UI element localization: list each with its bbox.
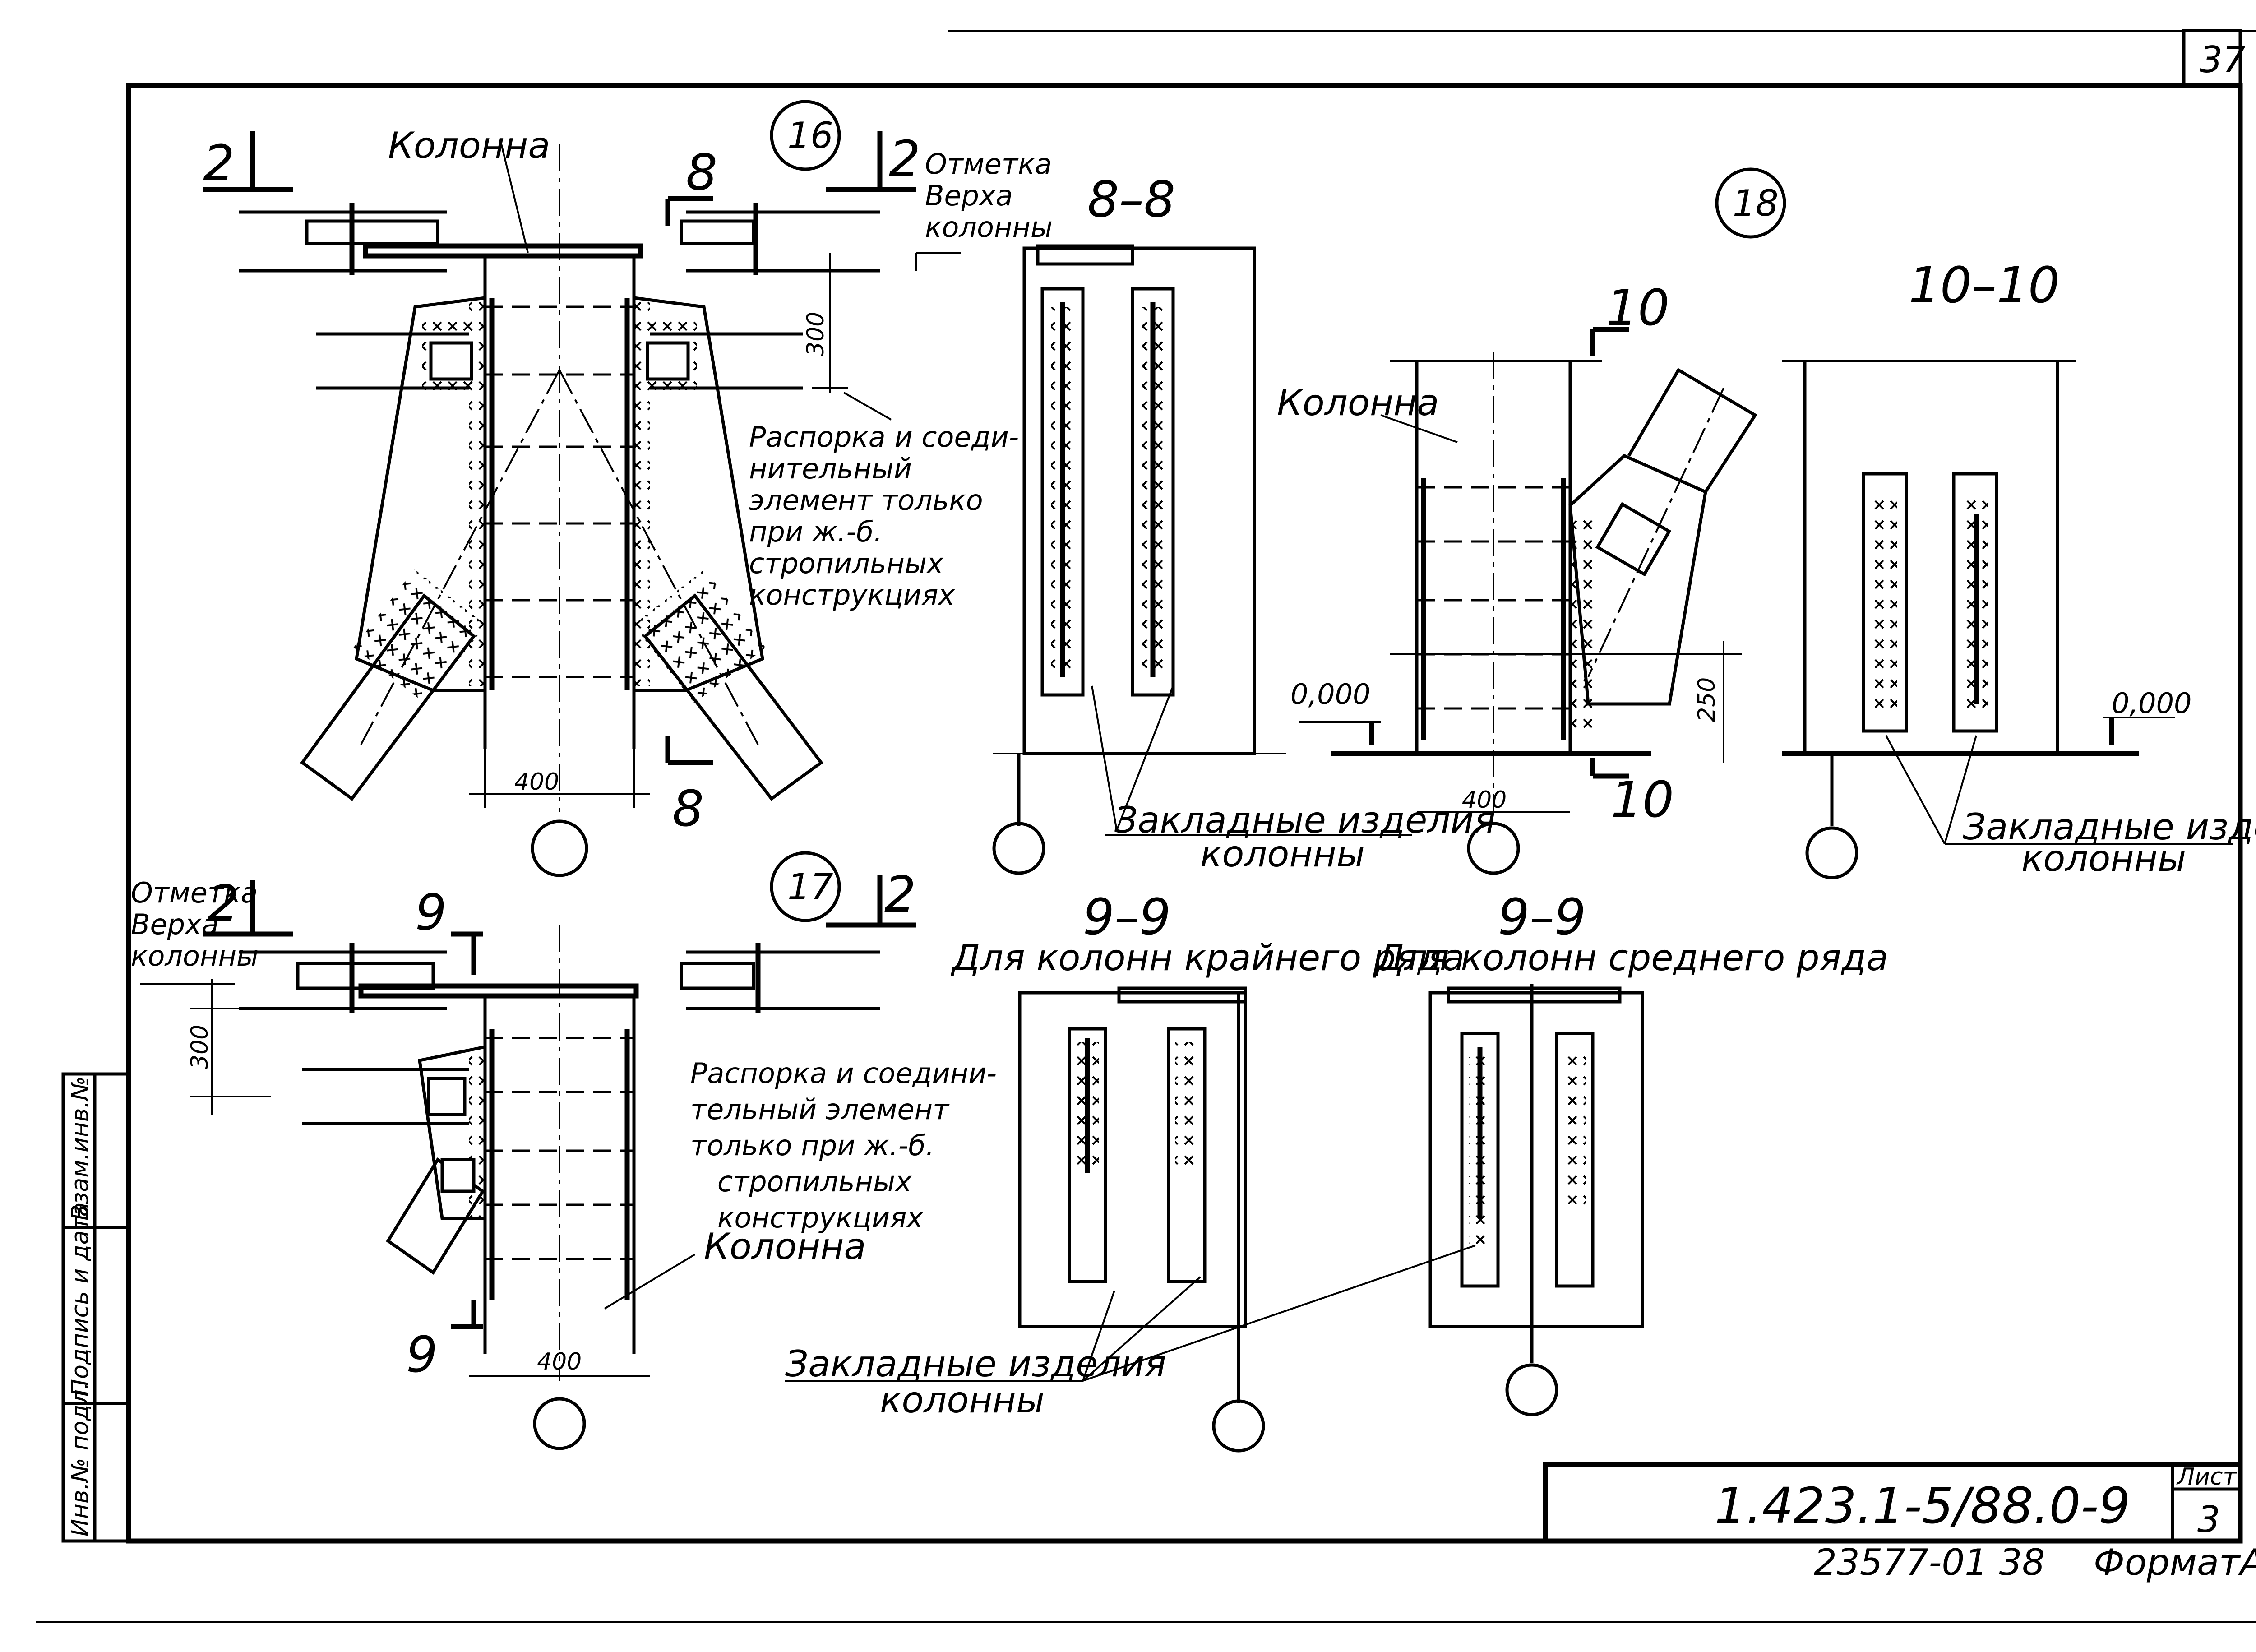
section-10-10-drawing (1782, 360, 2233, 879)
section-9-9-middle-title: 9–9 (1498, 888, 1586, 946)
node-17-drawing (140, 851, 916, 1450)
node-17-note-5: конструкциях (717, 1201, 924, 1234)
node-18-dim-400: 400 (1462, 787, 1507, 814)
archive-number: 23577-01 38 (1814, 1541, 2045, 1583)
node-17-note-1: Распорка и соедини- (690, 1057, 997, 1090)
node-16-cut-2-left: 2 (203, 134, 235, 192)
node-16-note-6: конструкциях (749, 578, 955, 611)
node-16-cut-8-top: 8 (686, 143, 717, 201)
node-16-drawing (203, 100, 961, 877)
node-16-top-mark-1: Отметка (925, 148, 1052, 180)
node-18-level: 0,000 (1290, 678, 1371, 711)
section-9-9-edge-drawing (1018, 986, 1265, 1453)
node-17-cut-9-top: 9 (415, 884, 447, 941)
node-16-note-2: нительный (749, 452, 912, 485)
section-10-10-level: 0,000 (2112, 687, 2192, 720)
node-16-cut-2-right: 2 (889, 130, 920, 188)
section-8-8-label-1: Закладные изделия (1114, 799, 1496, 841)
section-9-9-middle-subtitle: Для колонн среднего ряда (1375, 937, 1888, 979)
sheet-label: Лист (2176, 1463, 2237, 1490)
node-17-note-2: тельный элемент (690, 1093, 950, 1126)
node-16-dim-400: 400 (514, 768, 559, 796)
node-18-dim-250: 250 (1693, 677, 1720, 722)
stamp-replacing-inv: Взам.инв.№ (67, 1076, 94, 1221)
node-17-marker: 17 (787, 866, 833, 908)
section-10-10-label-1: Закладные изделия (1963, 806, 2256, 848)
section-8-8-label-2: колонны (1200, 833, 1365, 875)
section-9-9-edge-subtitle: Для колонн крайнего ряда (951, 937, 1465, 979)
node-17-note-3: только при ж.-б. (690, 1129, 934, 1162)
section-9-9-middle-drawing (785, 984, 1644, 1416)
section-10-10-label-2: колонны (2021, 838, 2186, 879)
node-18-marker: 18 (1733, 182, 1779, 224)
title-block (1543, 1462, 2243, 1544)
node-16-note-5: стропильных (749, 547, 944, 580)
node-17-top-mark-3: колонны (131, 939, 259, 972)
node-16-note-3: элемент только (749, 484, 983, 517)
section-9-9-label-2: колонны (880, 1379, 1045, 1421)
node-16-note-4: при ж.-б. (749, 515, 883, 548)
section-10-10-title: 10–10 (1909, 256, 2060, 314)
node-17-top-mark-1: Отметка (131, 876, 258, 909)
section-8-8-title: 8–8 (1087, 171, 1175, 228)
section-9-9-label-1: Закладные изделия (785, 1343, 1166, 1385)
node-17-dim-300: 300 (186, 1025, 213, 1069)
format-label: ФорматА3 (2094, 1541, 2256, 1583)
node-17-dim-400: 400 (537, 1348, 582, 1375)
node-18-column-label: Колонна (1277, 382, 1439, 424)
node-17-column-label: Колонна (704, 1226, 866, 1268)
section-8-8-drawing (992, 244, 1412, 875)
node-16-note-1: Распорка и соеди- (749, 421, 1019, 453)
node-18-drawing (1299, 167, 1786, 875)
node-16-cut-8-bottom: 8 (672, 780, 704, 838)
node-16-marker: 16 (787, 115, 833, 157)
node-17-cut-9-bottom: 9 (406, 1326, 438, 1384)
node-17-note-4: стропильных (717, 1165, 912, 1198)
node-18-cut-10-bottom: 10 (1611, 771, 1674, 828)
node-17-cut-2-right: 2 (884, 865, 916, 923)
stamp-inv-original: Инв.№ подл. (67, 1382, 94, 1536)
node-16-column-label: Колонна (388, 125, 550, 167)
section-9-9-edge-title: 9–9 (1083, 888, 1171, 946)
node-16-top-mark-3: колонны (925, 211, 1053, 244)
document-code: 1.423.1-5/88.0-9 (1715, 1477, 2130, 1535)
node-16-dim-300: 300 (802, 312, 829, 356)
stamp-signature-date: Подпись и дата (67, 1202, 94, 1397)
sheet-frame (36, 29, 2256, 1623)
sheet-number: 3 (2197, 1499, 2220, 1541)
page-number: 37 (2200, 39, 2246, 81)
node-17-top-mark-2: Верха (131, 908, 219, 941)
node-16-top-mark-2: Верха (925, 179, 1013, 212)
node-18-cut-10-top: 10 (1606, 279, 1669, 337)
node-17-cut-2-left: 2 (208, 875, 239, 932)
